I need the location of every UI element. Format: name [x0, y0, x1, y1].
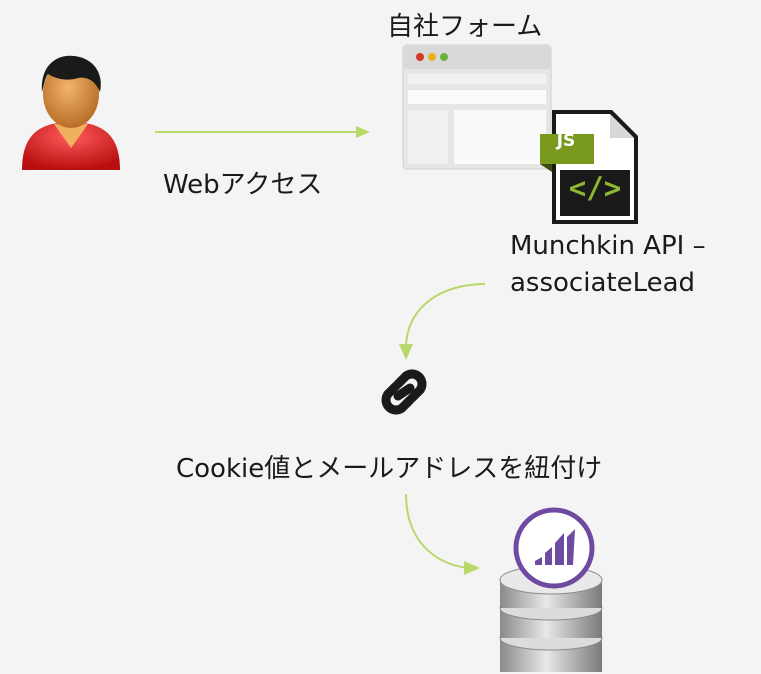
link-to-database-arrow — [398, 490, 488, 580]
code-glyph: </> — [568, 171, 622, 205]
js-badge: JS — [556, 131, 576, 151]
link-caption: Cookie値とメールアドレスを紐付け — [176, 454, 603, 484]
web-access-label: Webアクセス — [163, 170, 323, 200]
form-title: 自社フォーム — [387, 12, 543, 42]
user-avatar-icon — [18, 52, 124, 174]
api-label-line2: associateLead — [510, 268, 696, 298]
chain-link-icon — [368, 366, 440, 418]
javascript-file-icon — [538, 108, 640, 226]
api-label-line1: Munchkin API – — [510, 231, 706, 261]
web-access-arrow — [150, 122, 378, 142]
api-to-link-arrow — [390, 278, 490, 368]
marketo-logo-icon — [513, 507, 595, 589]
database-icon — [496, 558, 606, 674]
browser-window-icon — [402, 44, 552, 170]
